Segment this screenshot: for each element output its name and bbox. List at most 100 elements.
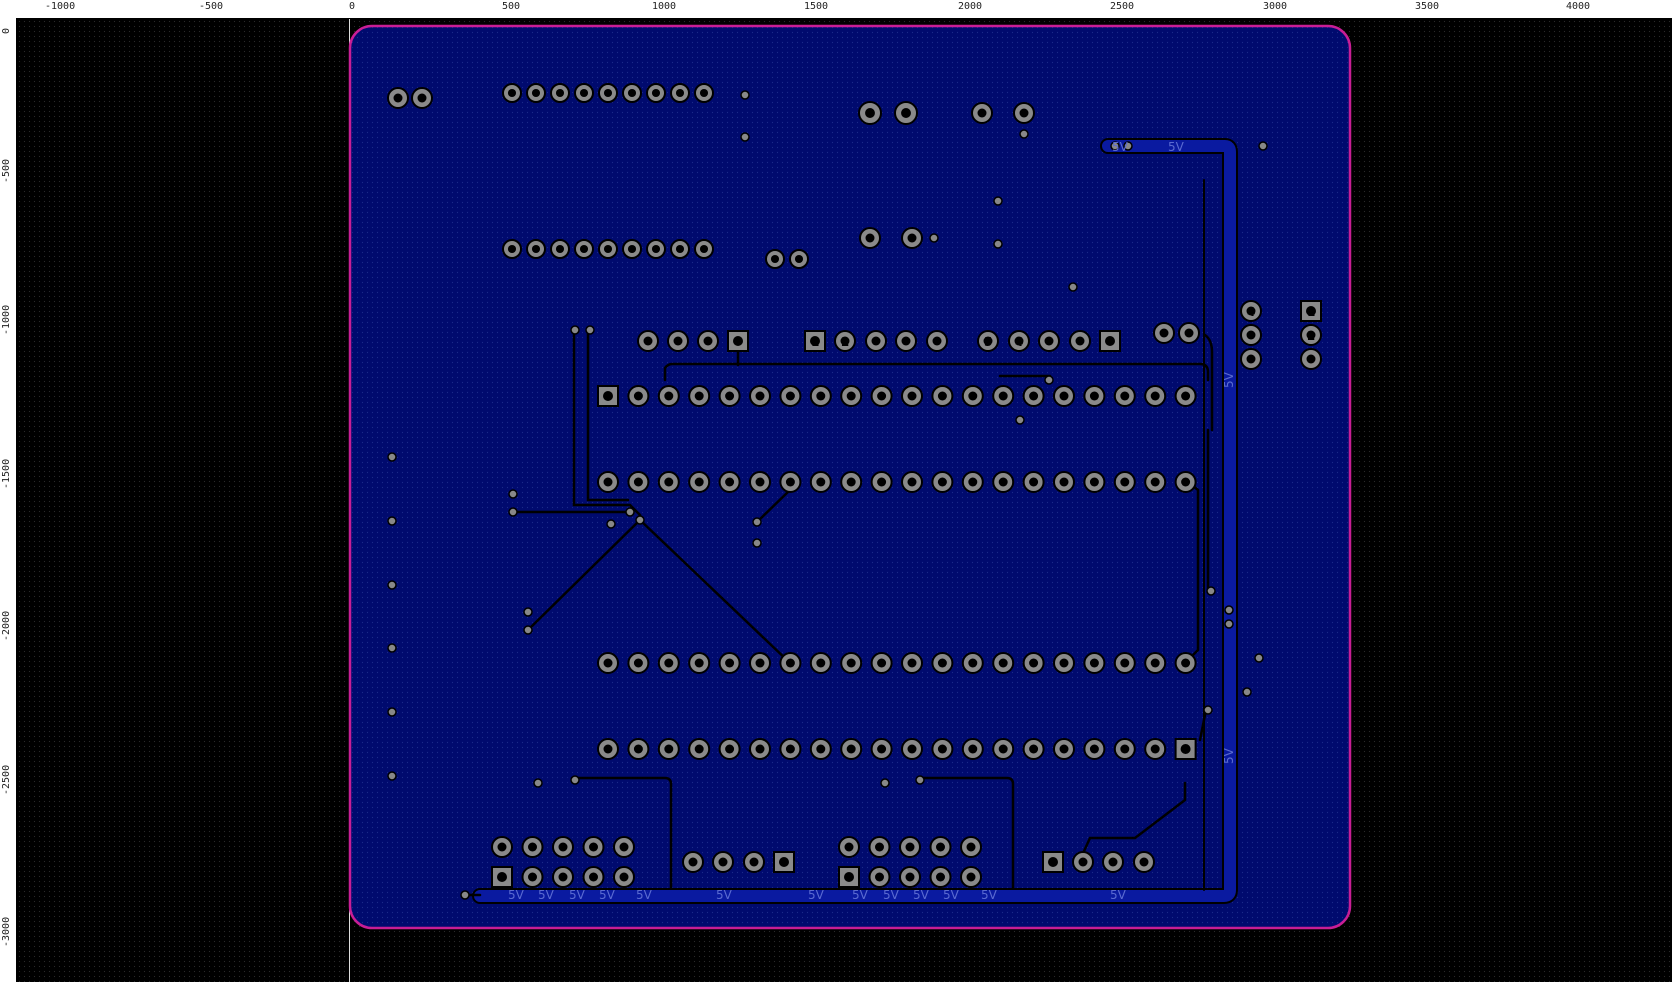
pad-hole (932, 336, 942, 346)
via[interactable] (570, 775, 580, 785)
pad-hole (1029, 391, 1039, 401)
pad-hole (531, 88, 541, 98)
via[interactable] (570, 325, 580, 335)
ruler-top-label: 0 (349, 1, 356, 12)
via[interactable] (915, 775, 925, 785)
pad-hole (968, 391, 978, 401)
via[interactable] (387, 771, 397, 781)
pad-hole (1059, 477, 1069, 487)
pin-number-label: 1 (1307, 305, 1315, 319)
pad-hole (1306, 330, 1316, 340)
ruler-top-label: 500 (502, 1, 521, 12)
net-label-5v: 5V (508, 888, 525, 902)
via[interactable] (993, 196, 1003, 206)
pad-hole (1306, 306, 1316, 316)
via[interactable] (523, 625, 533, 635)
pad-hole (1120, 658, 1130, 668)
pad-hole (937, 744, 947, 754)
vias-layer[interactable] (387, 90, 1268, 900)
via[interactable] (1203, 705, 1213, 715)
via[interactable] (1224, 619, 1234, 629)
pad-hole (846, 391, 856, 401)
via[interactable] (460, 890, 470, 900)
pad-hole (664, 744, 674, 754)
pad-hole (733, 336, 743, 346)
via[interactable] (1242, 687, 1252, 697)
via[interactable] (1254, 653, 1264, 663)
via[interactable] (740, 132, 750, 142)
pad-hole (846, 658, 856, 668)
via[interactable] (508, 489, 518, 499)
pad-hole (785, 477, 795, 487)
pad-hole (589, 842, 598, 852)
via[interactable] (929, 233, 939, 243)
via[interactable] (387, 707, 397, 717)
pad-hole (937, 477, 947, 487)
pads-layer[interactable] (387, 83, 1322, 888)
via[interactable] (1258, 141, 1268, 151)
via[interactable] (752, 538, 762, 548)
via[interactable] (387, 452, 397, 462)
pad-hole (968, 744, 978, 754)
via[interactable] (523, 607, 533, 617)
pad-hole (633, 744, 643, 754)
via[interactable] (1224, 605, 1234, 615)
via[interactable] (508, 507, 518, 517)
via[interactable] (585, 325, 595, 335)
pad-hole (651, 88, 661, 98)
pad-hole (998, 658, 1008, 668)
via[interactable] (1068, 282, 1078, 292)
pad-hole (755, 391, 765, 401)
pad-hole (998, 744, 1008, 754)
via[interactable] (1110, 141, 1120, 151)
pad-hole (664, 391, 674, 401)
pad-hole (497, 872, 507, 882)
pad-hole (703, 336, 713, 346)
pad-hole (1246, 354, 1256, 364)
via[interactable] (1044, 375, 1054, 385)
pin-number-label: 2 (1307, 329, 1315, 343)
pad-hole (651, 244, 661, 254)
pad-hole (1120, 744, 1130, 754)
via[interactable] (993, 239, 1003, 249)
via[interactable] (606, 519, 616, 529)
via[interactable] (1015, 415, 1025, 425)
pad-hole (877, 391, 887, 401)
pad-hole (1089, 744, 1099, 754)
pad-hole (664, 477, 674, 487)
pad-hole (1078, 857, 1088, 867)
via[interactable] (387, 643, 397, 653)
pad-hole (983, 336, 993, 346)
pad-hole (1150, 658, 1160, 668)
pad-hole (844, 872, 854, 882)
via[interactable] (533, 778, 543, 788)
via[interactable] (880, 778, 890, 788)
pad-hole (497, 842, 507, 852)
pad-hole (1029, 477, 1039, 487)
pad-hole (1029, 744, 1039, 754)
pad-hole (603, 244, 613, 254)
via[interactable] (740, 90, 750, 100)
via[interactable] (387, 516, 397, 526)
via[interactable] (635, 515, 645, 525)
net-label-5v: 5V (981, 888, 998, 902)
pad-hole (1059, 391, 1069, 401)
pad-hole (579, 88, 589, 98)
via[interactable] (625, 507, 635, 517)
via[interactable] (1206, 586, 1216, 596)
ruler-top-label: 1000 (652, 1, 677, 12)
via[interactable] (752, 517, 762, 527)
via[interactable] (1019, 129, 1029, 139)
ruler-top-label: 2000 (958, 1, 983, 12)
ruler-left[interactable]: 0-500-1000-1500-2000-2500-3000 (0, 18, 17, 982)
pin-number-label: 5 (984, 335, 992, 349)
net-label-5v: 5V (1110, 888, 1127, 902)
pad-hole (1181, 391, 1191, 401)
via[interactable] (1123, 141, 1133, 151)
pad-hole (785, 391, 795, 401)
pad-hole (846, 477, 856, 487)
via[interactable] (387, 580, 397, 590)
